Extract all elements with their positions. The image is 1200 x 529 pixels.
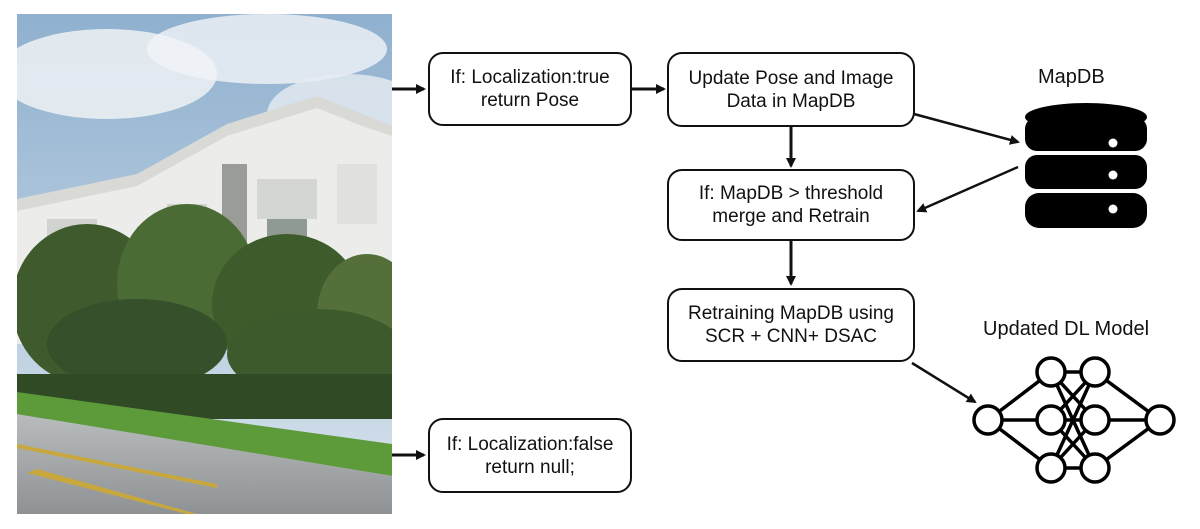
node-threshold: If: MapDB > threshold merge and Retrain xyxy=(667,169,915,241)
database-label: MapDB xyxy=(1038,66,1105,88)
node-update-pose-line2: Data in MapDB xyxy=(726,90,856,112)
neural-network-icon xyxy=(972,356,1176,484)
building-street-photo xyxy=(17,14,392,514)
database-icon xyxy=(1025,103,1147,228)
node-localization-false: If: Localization:false return null; xyxy=(428,418,632,493)
node-localization-false-line1: If: Localization:false xyxy=(446,433,614,455)
model-label: Updated DL Model xyxy=(983,318,1150,340)
arrow-retrain-to-model xyxy=(911,361,977,404)
node-threshold-line1: If: MapDB > threshold xyxy=(698,183,884,204)
node-localization-true: If: Localization:true return Pose xyxy=(428,52,632,126)
node-threshold-line2: merge and Retrain xyxy=(712,206,870,227)
node-retraining-line2: SCR + CNN+ DSAC xyxy=(704,326,878,347)
node-retraining-line1: Retraining MapDB using xyxy=(688,303,894,324)
node-retraining: Retraining MapDB using SCR + CNN+ DSAC xyxy=(667,288,915,362)
node-localization-false-line2: return null; xyxy=(485,456,575,478)
node-localization-true-line2: return Pose xyxy=(480,90,580,111)
arrow-update-to-db xyxy=(913,112,1020,145)
node-localization-true-line1: If: Localization:true xyxy=(450,67,610,88)
building-photo xyxy=(17,14,392,514)
node-update-pose: Update Pose and Image Data in MapDB xyxy=(667,52,915,127)
arrow-db-to-threshold xyxy=(916,165,1019,213)
node-update-pose-line1: Update Pose and Image xyxy=(688,67,894,89)
